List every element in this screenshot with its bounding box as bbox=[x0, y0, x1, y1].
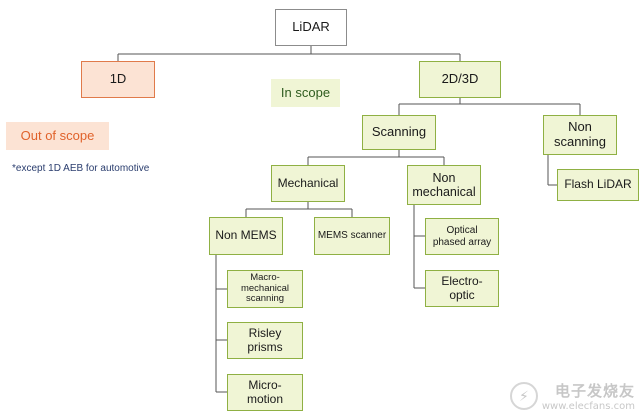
node-scanning: Scanning bbox=[362, 115, 436, 150]
node-1d: 1D bbox=[81, 61, 155, 98]
node-non-scanning: Non scanning bbox=[543, 115, 617, 155]
node-non-mechanical: Non mechanical bbox=[407, 165, 481, 205]
legend-in-scope: In scope bbox=[271, 79, 340, 107]
footnote: *except 1D AEB for automotive bbox=[12, 163, 150, 174]
node-2d-3d: 2D/3D bbox=[419, 61, 501, 98]
node-electro-optic: Electro- optic bbox=[425, 270, 499, 307]
node-lidar: LiDAR bbox=[275, 9, 347, 46]
watermark: ⚡ 电子发烧友 www.elecfans.com bbox=[509, 380, 635, 412]
watermark-brand: 电子发烧友 bbox=[554, 382, 635, 400]
node-optical-phased-array: Optical phased array bbox=[425, 218, 499, 255]
node-non-mems: Non MEMS bbox=[209, 217, 283, 255]
watermark-url: www.elecfans.com bbox=[541, 401, 635, 412]
legend-out-of-scope: Out of scope bbox=[6, 122, 109, 150]
node-risley-prisms: Risley prisms bbox=[227, 322, 303, 359]
watermark-logo-icon: ⚡ bbox=[509, 382, 538, 410]
node-flash-lidar: Flash LiDAR bbox=[557, 169, 639, 201]
node-micro-motion: Micro- motion bbox=[227, 374, 303, 411]
node-macro-mechanical-scanning: Macro- mechanical scanning bbox=[227, 270, 303, 308]
node-mems-scanner: MEMS scanner bbox=[314, 217, 390, 255]
node-mechanical: Mechanical bbox=[271, 165, 345, 202]
